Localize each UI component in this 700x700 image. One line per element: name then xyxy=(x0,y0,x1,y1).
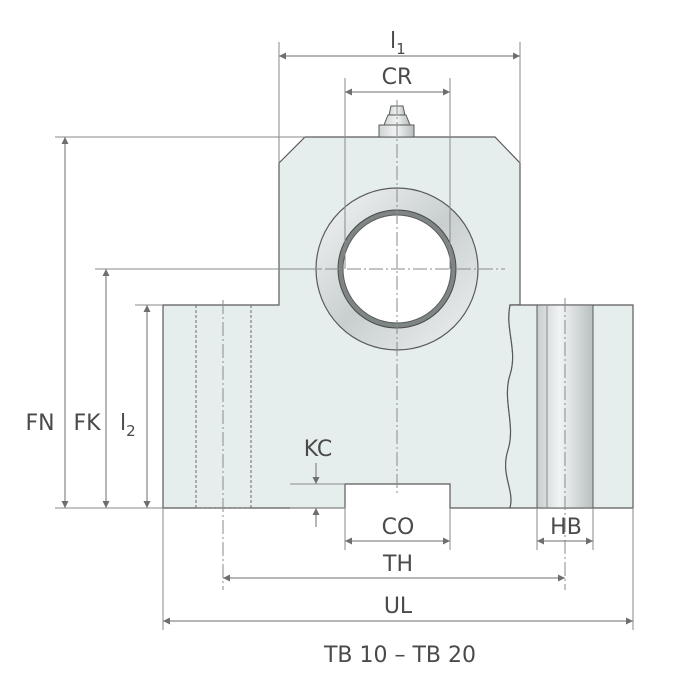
dimension-hb: HB xyxy=(537,515,593,545)
dim-label-kc: KC xyxy=(304,437,333,462)
dim-label-ul: UL xyxy=(384,594,413,619)
dim-label-co: CO xyxy=(382,515,415,540)
dimension-l1: l1 xyxy=(279,29,520,60)
dimension-fk: FK xyxy=(73,269,110,508)
dimension-cr: CR xyxy=(345,65,450,96)
dim-label-l2: l2 xyxy=(120,411,136,440)
drawing-caption: TB 10 – TB 20 xyxy=(323,643,476,668)
dim-label-fk: FK xyxy=(73,411,101,436)
dim-label-th: TH xyxy=(382,552,413,577)
dimension-co: CO xyxy=(345,515,450,545)
grease-nipple xyxy=(378,105,415,138)
dimension-th: TH xyxy=(223,552,565,582)
dimension-l2: l2 xyxy=(120,305,151,508)
dim-label-hb: HB xyxy=(550,515,582,540)
dimension-kc: KC xyxy=(290,437,345,527)
dim-label-fn: FN xyxy=(25,411,54,436)
dimension-fn: FN xyxy=(25,137,69,508)
dim-label-cr: CR xyxy=(382,65,413,90)
dim-label-l1: l1 xyxy=(390,29,406,58)
dimension-ul: UL xyxy=(163,594,633,625)
